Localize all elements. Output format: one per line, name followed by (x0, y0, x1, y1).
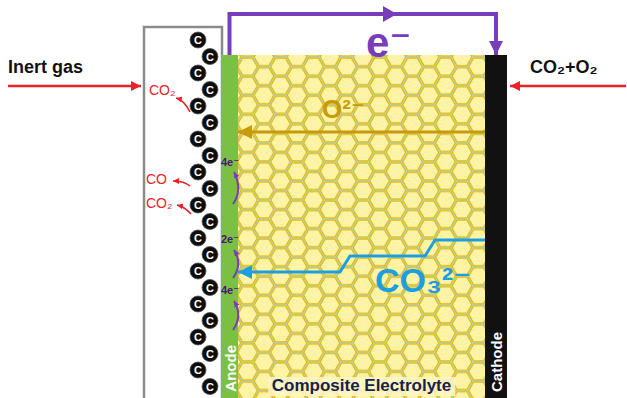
electron-arrow (233, 301, 238, 330)
carbon-particle (202, 49, 218, 65)
carbon-particle (202, 181, 218, 197)
carbon-symbol: C (202, 313, 218, 329)
ion-label: O²⁻ (322, 95, 365, 124)
carbon-symbol: C (190, 230, 206, 246)
carbon-symbol: C (202, 115, 218, 131)
carbon-particle (202, 247, 218, 263)
carbon-particle (190, 197, 206, 213)
inlet-arrow (510, 85, 626, 88)
carbon-particle (190, 329, 206, 345)
product-label: CO₂ (146, 196, 172, 211)
carbon-particle (190, 65, 206, 81)
carbon-particle (202, 148, 218, 164)
carbon-symbol: C (190, 362, 206, 378)
carbon-symbol: C (190, 131, 206, 147)
cathode-layer (485, 55, 507, 398)
product-label: CO (146, 172, 167, 187)
carbon-symbol: C (190, 296, 206, 312)
cathode-bar: Cathode (485, 55, 507, 398)
carbon-particle (190, 230, 206, 246)
carbon-symbol: C (202, 82, 218, 98)
carbon-particle (190, 263, 206, 279)
carbon-symbol: C (190, 32, 206, 48)
product-label: CO₂ (149, 83, 175, 98)
carbon-symbol: C (190, 164, 206, 180)
gas-release-arrow (176, 98, 190, 112)
carbon-symbol: C (202, 49, 218, 65)
carbon-particle (190, 164, 206, 180)
ion-path (238, 131, 485, 134)
anode-bar: Anode (221, 55, 238, 398)
ion-label: CO₃²⁻ (375, 262, 471, 299)
carrier-label: e⁻ (366, 20, 412, 66)
carbon-particle (190, 98, 206, 114)
electron-count: 2e⁻ (221, 233, 239, 245)
anode-layer (221, 55, 238, 398)
electrolyte-honeycomb (238, 55, 485, 398)
carbon-symbol: C (202, 346, 218, 362)
carbon-particle (190, 32, 206, 48)
electron-circuit (230, 14, 497, 55)
electrolyte-ground (238, 55, 485, 398)
carbon-particle (190, 296, 206, 312)
carbon-particle (202, 82, 218, 98)
gas-release-arrow (177, 205, 191, 214)
carbon-symbol: C (202, 247, 218, 263)
carbon-particle (202, 313, 218, 329)
carbon-symbol: C (202, 379, 218, 395)
electron-arrow (233, 172, 238, 204)
carbon-symbol: C (190, 197, 206, 213)
gas-label: CO₂+O₂ (530, 58, 598, 78)
carbon-symbol: C (190, 329, 206, 345)
carbon-particle (202, 115, 218, 131)
carbon-symbol: C (190, 98, 206, 114)
carbon-particle (202, 280, 218, 296)
carbon-particle (190, 362, 206, 378)
layer-label: Cathode (489, 332, 504, 392)
carbon-particles (190, 32, 218, 395)
electron-arrow (233, 250, 238, 278)
carbon-symbol: C (190, 65, 206, 81)
gas-release-arrow (173, 181, 190, 186)
carbon-particle (202, 346, 218, 362)
layer-label: Anode (222, 345, 237, 392)
carbon-symbol: C (202, 181, 218, 197)
electron-count: 4e⁻ (221, 156, 239, 168)
carbon-symbol: C (202, 280, 218, 296)
gas-label: Inert gas (8, 58, 83, 78)
carbon-particle (202, 214, 218, 230)
carbon-symbol: C (202, 148, 218, 164)
carbon-particle (202, 379, 218, 395)
inlet-arrow (8, 85, 141, 88)
carbon-symbol: C (190, 263, 206, 279)
region-label: Composite Electrolyte (268, 377, 456, 396)
carbon-symbol: C (202, 214, 218, 230)
electron-count: 4e⁻ (221, 284, 239, 296)
carbon-particle (190, 131, 206, 147)
gas-chamber (144, 27, 222, 398)
